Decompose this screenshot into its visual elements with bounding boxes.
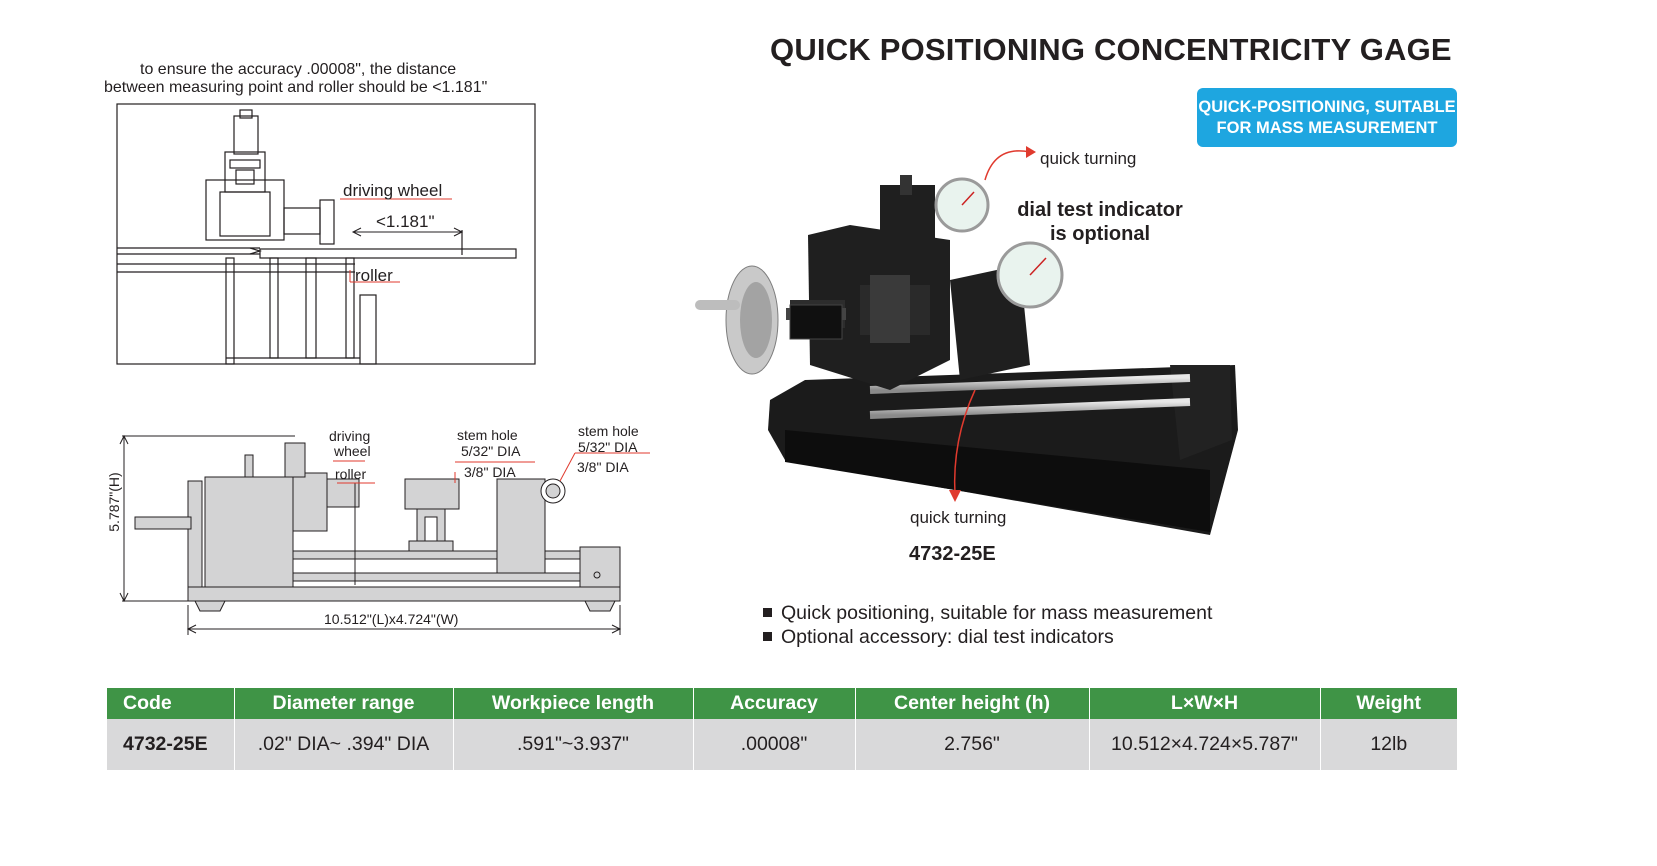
feature-text: Quick positioning, suitable for mass mea…	[781, 602, 1213, 624]
page-title: QUICK POSITIONING CONCENTRICITY GAGE	[770, 32, 1452, 67]
feature-text: Optional accessory: dial test indicators	[781, 626, 1114, 648]
table-row: 4732-25E .02" DIA~ .394" DIA .591"~3.937…	[107, 719, 1457, 770]
table-header-row: Code Diameter range Workpiece length Acc…	[107, 688, 1457, 719]
stem-hole-2-size: 5/32" DIA	[578, 439, 638, 455]
measuring-point-diagram	[116, 103, 536, 365]
stem-hole-2-title: stem hole	[578, 423, 639, 439]
bullet-square-icon	[763, 608, 772, 617]
header-center-height: Center height (h)	[855, 688, 1090, 719]
header-accuracy: Accuracy	[693, 688, 856, 719]
feature-list: Quick positioning, suitable for mass mea…	[763, 601, 1212, 649]
cell-code: 4732-25E	[107, 719, 235, 770]
cell-diameter-range: .02" DIA~ .394" DIA	[234, 719, 454, 770]
optional-callout-line-1: dial test indicator	[1017, 199, 1183, 221]
diagram-note-line-1: to ensure the accuracy .00008", the dist…	[140, 61, 457, 78]
side-view-diagram	[119, 434, 650, 635]
stem-hole-1-dia: 3/8" DIA	[464, 464, 516, 480]
side-label-wheel: wheel	[334, 443, 371, 459]
side-label-roller: roller	[335, 466, 367, 482]
header-workpiece-length: Workpiece length	[453, 688, 694, 719]
feature-badge: QUICK-POSITIONING, SUITABLE FOR MASS MEA…	[1197, 88, 1457, 147]
product-photo	[695, 146, 1238, 535]
cell-dimensions: 10.512×4.724×5.787"	[1089, 719, 1321, 770]
stem-hole-1-title: stem hole	[457, 427, 518, 443]
label-driving-wheel: driving wheel	[343, 181, 443, 200]
feature-item: Optional accessory: dial test indicators	[763, 625, 1212, 649]
bullet-square-icon	[763, 632, 772, 641]
header-diameter-range: Diameter range	[234, 688, 454, 719]
diagram-note-line-2: between measuring point and roller shoul…	[104, 79, 488, 96]
badge-line-1: QUICK-POSITIONING, SUITABLE	[1198, 97, 1456, 116]
side-label-driving: driving	[329, 428, 371, 444]
stem-hole-2-dia: 3/8" DIA	[577, 459, 629, 475]
quick-turning-top-label: quick turning	[1040, 149, 1137, 168]
cell-accuracy: .00008"	[693, 719, 856, 770]
optional-callout-line-2: is optional	[1050, 223, 1150, 245]
header-weight: Weight	[1320, 688, 1457, 719]
cell-center-height: 2.756"	[855, 719, 1090, 770]
feature-item: Quick positioning, suitable for mass mea…	[763, 601, 1212, 625]
height-label: 5.787"(H)	[106, 472, 122, 532]
label-roller: roller	[355, 266, 393, 285]
header-code: Code	[107, 688, 235, 719]
label-distance: <1.181"	[376, 212, 435, 231]
stem-hole-1-size: 5/32" DIA	[461, 443, 521, 459]
cell-workpiece-length: .591"~3.937"	[453, 719, 694, 770]
header-dimensions: L×W×H	[1089, 688, 1321, 719]
cell-weight: 12lb	[1320, 719, 1457, 770]
optional-callout: dial test indicator is optional	[1010, 198, 1190, 246]
spec-table: Code Diameter range Workpiece length Acc…	[107, 688, 1457, 770]
model-number: 4732-25E	[909, 543, 996, 565]
badge-line-2: FOR MASS MEASUREMENT	[1216, 118, 1438, 137]
length-width-label: 10.512"(L)x4.724"(W)	[324, 611, 459, 627]
quick-turning-bottom-label: quick turning	[910, 508, 1007, 527]
